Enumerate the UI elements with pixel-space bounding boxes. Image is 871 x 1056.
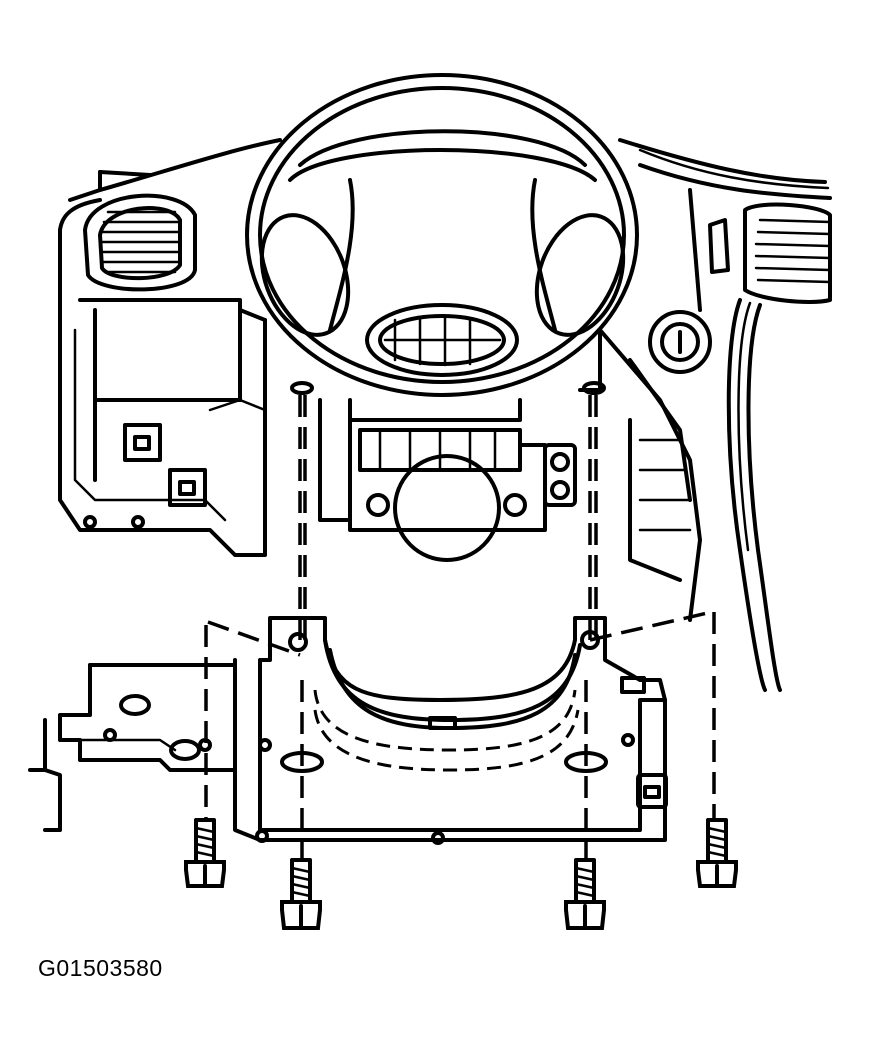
bolt-left-outer bbox=[184, 818, 226, 888]
left-air-vent bbox=[83, 193, 197, 292]
bolt-right-outer bbox=[696, 818, 738, 888]
figure-id-label: G01503580 bbox=[38, 955, 163, 981]
knee-bolster-bracket bbox=[233, 616, 668, 845]
bolt-right-inner bbox=[564, 858, 606, 930]
steering-column-support bbox=[318, 398, 577, 562]
bolt-left-inner bbox=[280, 858, 322, 930]
right-dash-section bbox=[578, 188, 832, 692]
left-lower-bracket bbox=[28, 663, 237, 832]
steering-wheel bbox=[245, 73, 639, 397]
left-lower-dash-panel bbox=[58, 298, 267, 557]
dashboard-outline bbox=[58, 138, 832, 322]
